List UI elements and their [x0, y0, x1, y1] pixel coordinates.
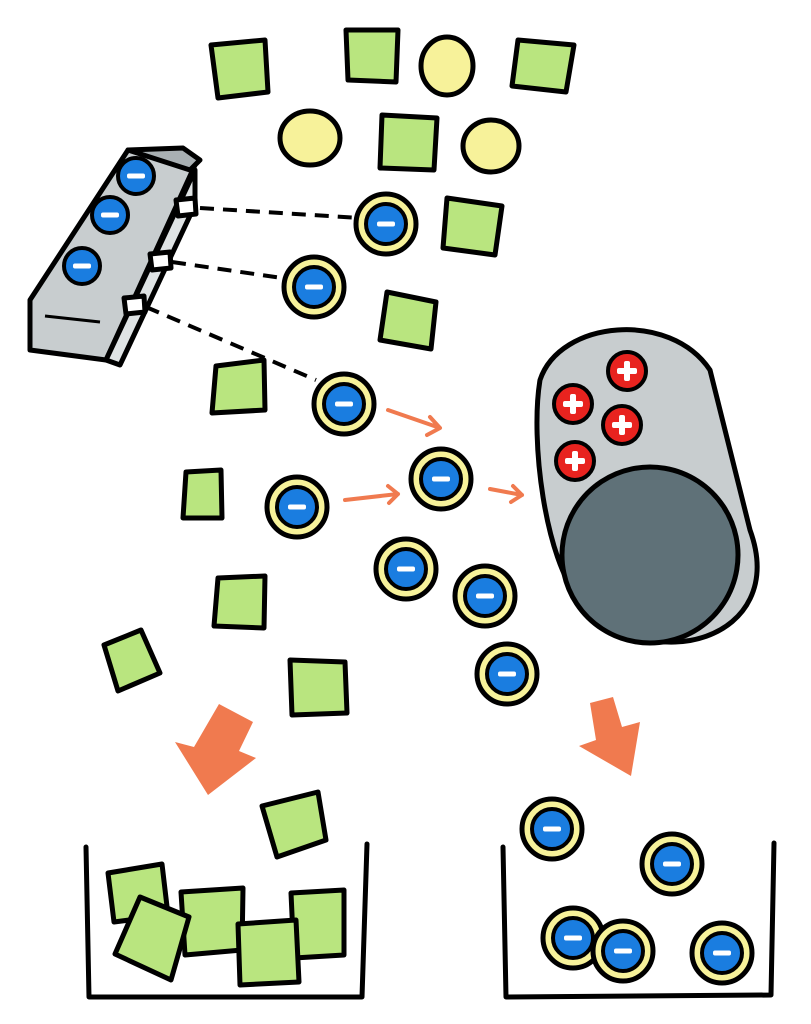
plastic-square [509, 37, 577, 95]
charging-bar-nozzle [147, 249, 174, 273]
plastic-square [287, 657, 350, 718]
down-arrow-icon [579, 697, 640, 776]
particle-stream [101, 194, 537, 718]
plastic-square [112, 894, 192, 983]
plastic-square [259, 789, 329, 860]
charged-particle [455, 566, 515, 626]
drum-face [559, 464, 741, 646]
positive-charge-icon [554, 440, 596, 482]
charged-particle [411, 449, 471, 509]
charged-particle [267, 477, 327, 537]
plastic-square [440, 195, 505, 258]
incoming-material [208, 27, 577, 352]
charged-particle [593, 921, 653, 981]
positive-charge-icon [601, 404, 643, 446]
charge-lines [145, 206, 361, 382]
charging-bar-icon [27, 145, 203, 368]
plastic-square [377, 289, 439, 352]
collection-bin-icon [500, 799, 777, 1000]
positive-charge-icon [606, 350, 648, 392]
charged-particle [314, 374, 374, 434]
plastic-square [180, 467, 225, 521]
negative-charge-icon [116, 156, 156, 196]
yellow-particle [460, 117, 522, 175]
charged-particle [356, 194, 416, 254]
plastic-square [377, 112, 440, 173]
attraction-arrows [343, 408, 524, 505]
plastic-square [211, 573, 268, 631]
plastic-square [235, 917, 302, 988]
down-arrow-icon [175, 704, 256, 795]
charged-particle [376, 539, 436, 599]
yellow-particle [277, 108, 343, 168]
charged-particle [642, 834, 702, 894]
negative-charge-icon [90, 195, 130, 235]
positive-charge-icon [552, 383, 594, 425]
plastic-square [209, 357, 268, 416]
charging-bar-nozzle [173, 195, 199, 219]
plastic-square [101, 627, 163, 694]
negative-charge-icon [62, 246, 102, 286]
charged-particle [284, 257, 344, 317]
plastic-square [208, 37, 271, 101]
yellow-particle [418, 34, 476, 98]
charged-particle [692, 923, 752, 983]
charged-particle [477, 644, 537, 704]
charging-bar-nozzle [121, 293, 148, 317]
positive-drum-icon [534, 327, 760, 646]
plastic-square [343, 27, 401, 85]
collection-bin-icon [83, 841, 370, 1000]
charged-particle [522, 799, 582, 859]
